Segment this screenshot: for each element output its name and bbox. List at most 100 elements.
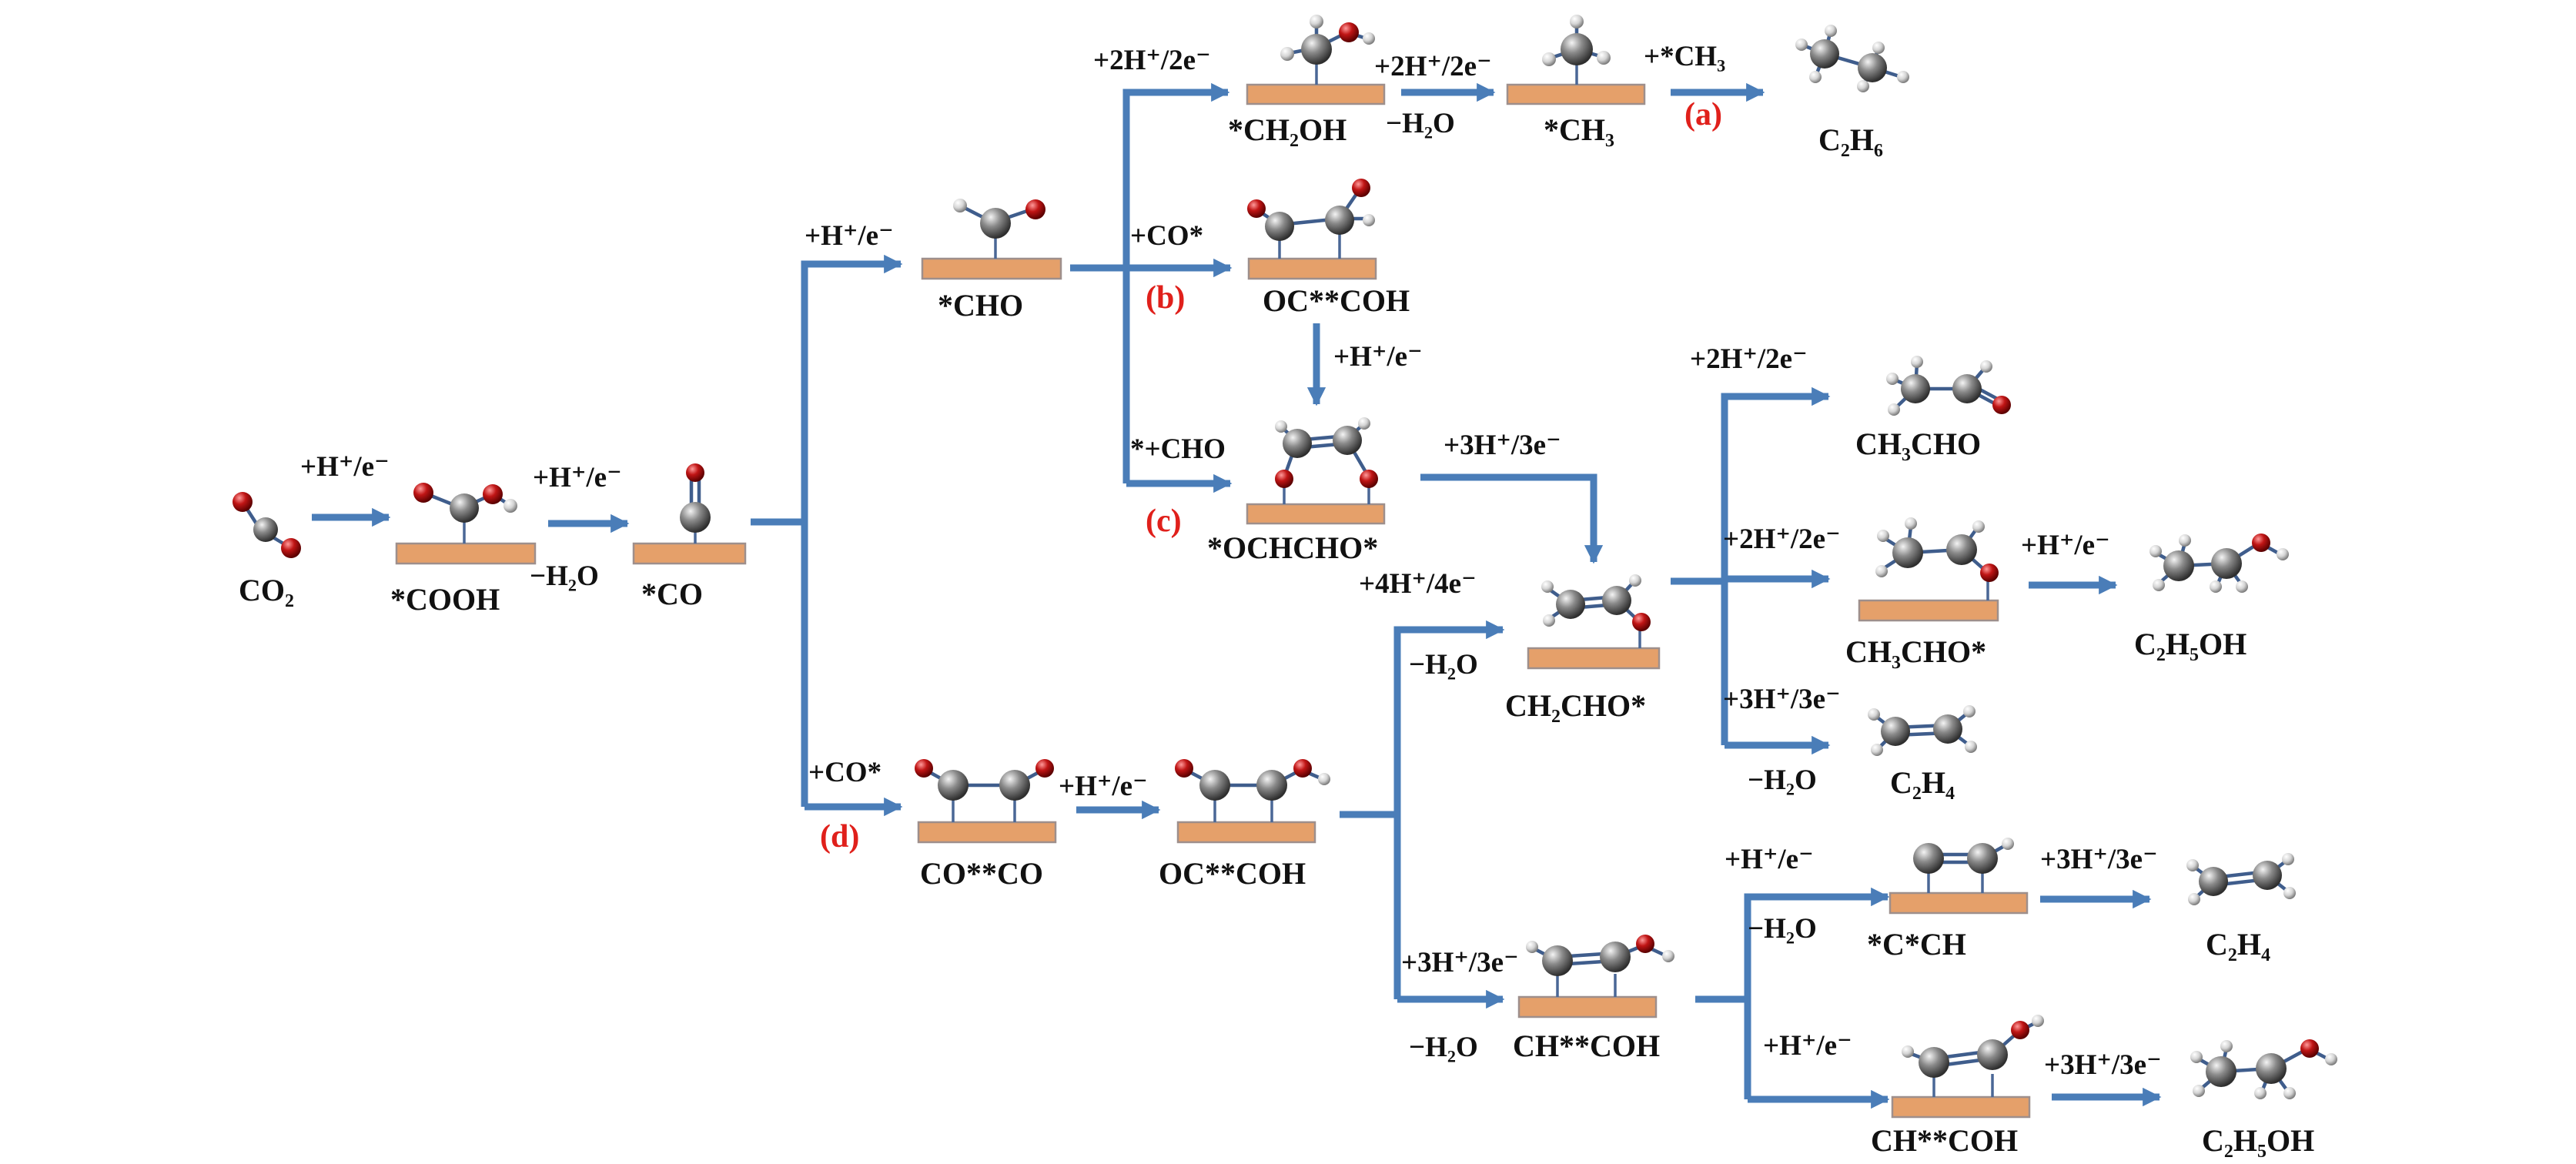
cond-plus-co-b: +CO*	[1130, 220, 1203, 252]
cond-three-h-5: +3H⁺/3e⁻	[2044, 1049, 2162, 1081]
cond-three-h-3: +3H⁺/3e⁻	[2040, 844, 2158, 875]
cond-three-h-4: +3H⁺/3e⁻	[1401, 947, 1519, 978]
label-c2h5oh-1: C₂H₅OH	[2134, 627, 2246, 661]
label-co2: CO₂	[239, 573, 294, 607]
species-labels: CO₂ *COOH *CO *CHO *CH₂OH *CH₃ C₂H₆ OC**…	[239, 112, 2314, 1158]
molecule-cho	[953, 199, 1045, 259]
surface-ochcho	[1246, 503, 1386, 525]
label-cooh: *COOH	[390, 582, 500, 617]
pathway-tag-a: (a)	[1684, 97, 1722, 132]
arrow-to-ch2cho	[1393, 620, 1505, 999]
molecule-c-ch	[1913, 838, 2014, 893]
surface-ch-coh-1	[1517, 995, 1658, 1018]
cond-two-h-1: +2H⁺/2e⁻	[1093, 45, 1211, 76]
cond-h-e-5: +H⁺/e⁻	[2021, 530, 2110, 561]
molecule-ch2cho	[1541, 574, 1651, 648]
molecule-ch-coh-1	[1526, 935, 1674, 997]
surface-cooh	[395, 542, 537, 565]
cond-minus-h2o-4: −H₂O	[1748, 764, 1817, 796]
molecule-oc-coh-d	[1175, 759, 1330, 822]
surface-co	[632, 542, 747, 565]
molecule-cooh	[413, 483, 517, 544]
surface-coco	[917, 821, 1057, 844]
label-ch2cho: CH₂CHO*	[1505, 688, 1646, 723]
molecule-c2h5oh-1	[2149, 534, 2289, 593]
cond-h-e-6: +H⁺/e⁻	[1059, 771, 1148, 802]
molecule-co2	[233, 492, 301, 558]
label-co: *CO	[641, 577, 703, 611]
molecule-ochcho	[1275, 417, 1378, 504]
cond-two-h-3: +2H⁺/2e⁻	[1690, 343, 1808, 375]
cond-minus-h2o-3: −H₂O	[1409, 649, 1478, 681]
surface-oc-coh-d	[1176, 821, 1316, 844]
label-oc-coh-b: OC**COH	[1263, 283, 1410, 318]
condition-labels: +H⁺/e⁻ +H⁺/e⁻ −H₂O +H⁺/e⁻ +2H⁺/2e⁻ +2H⁺/…	[300, 41, 2162, 1081]
arrow-to-cho	[801, 254, 903, 807]
cond-minus-h2o-6: −H₂O	[1409, 1032, 1478, 1063]
cond-plus-ch3: +*CH₃	[1644, 41, 1725, 72]
pathway-tag-c: (c)	[1146, 503, 1182, 539]
surface-ch2oh	[1246, 83, 1386, 105]
molecule-c2h5oh-2	[2190, 1039, 2337, 1099]
reaction-arrows	[312, 82, 2162, 1109]
cond-plus-cho: *+CHO	[1130, 433, 1226, 465]
cond-h-e-8: +H⁺/e⁻	[1763, 1030, 1852, 1062]
molecule-oc-coh-b	[1247, 179, 1375, 259]
molecule-c2h4-2	[2186, 853, 2296, 905]
surface-ch2cho	[1527, 647, 1661, 670]
cond-minus-h2o-2: −H₂O	[1386, 108, 1455, 139]
cond-h-e-2: +H⁺/e⁻	[533, 462, 622, 493]
surface-ch-coh-2	[1891, 1095, 2031, 1119]
catalyst-surfaces	[395, 83, 2031, 1119]
cond-h-e-4: +H⁺/e⁻	[1333, 341, 1423, 373]
label-ch3cho: CH₃CHO	[1855, 426, 1981, 461]
label-ch-coh-2: CH**COH	[1871, 1123, 2018, 1158]
label-c2h4-1: C₂H₄	[1890, 765, 1955, 800]
label-ch3cho-ads: CH₃CHO*	[1845, 634, 1986, 669]
label-ch-coh-1: CH**COH	[1513, 1029, 1660, 1063]
pathway-tag-b: (b)	[1146, 280, 1185, 316]
cond-plus-co-d: +CO*	[808, 757, 882, 788]
surface-c-ch	[1889, 891, 2029, 915]
cond-three-h-1: +3H⁺/3e⁻	[1444, 430, 1561, 461]
arrow-to-c-ch	[1744, 887, 1890, 1099]
cond-two-h-4: +2H⁺/2e⁻	[1723, 523, 1841, 555]
molecule-c2h6	[1795, 25, 1909, 92]
surface-cho	[921, 257, 1062, 280]
pathway-tags: (a) (b) (c) (d)	[820, 97, 1722, 855]
label-c2h5oh-2: C₂H₅OH	[2202, 1123, 2314, 1158]
surface-ch3cho-ads	[1858, 599, 1999, 622]
cond-h-e-7: +H⁺/e⁻	[1725, 844, 1814, 875]
label-ochcho: *OCHCHO*	[1207, 530, 1378, 565]
label-c2h4-2: C₂H₄	[2206, 927, 2270, 962]
molecule-ch3	[1542, 15, 1611, 85]
molecule-ch3cho	[1886, 356, 2011, 416]
label-cho: *CHO	[938, 288, 1023, 323]
molecule-models	[233, 15, 2337, 1099]
cond-four-h: +4H⁺/4e⁻	[1359, 568, 1477, 600]
arrow-to-ch2oh	[1122, 82, 1230, 483]
molecule-co	[680, 463, 711, 544]
pathway-tag-d: (d)	[820, 819, 859, 855]
label-ch2oh: *CH₂OH	[1228, 112, 1347, 147]
arrow-to-ch3cho	[1721, 386, 1831, 745]
molecule-ch2oh	[1280, 15, 1375, 85]
molecule-c2h4-1	[1868, 705, 1977, 756]
arrow-ochcho-to-ch2cho	[1420, 473, 1604, 564]
label-ch3: *CH₃	[1544, 112, 1614, 147]
molecule-ch-coh-2	[1902, 1015, 2044, 1097]
molecule-coco	[915, 759, 1054, 822]
molecule-ch3cho-ads	[1875, 517, 1999, 600]
label-c-ch: *C*CH	[1867, 927, 1966, 962]
cond-h-e-1: +H⁺/e⁻	[300, 451, 390, 483]
cond-minus-h2o-1: −H₂O	[530, 560, 599, 592]
cond-three-h-2: +3H⁺/3e⁻	[1723, 684, 1841, 715]
surface-ch3	[1506, 83, 1646, 105]
label-coco: CO**CO	[920, 856, 1043, 891]
cond-minus-h2o-5: −H₂O	[1748, 913, 1817, 945]
label-oc-coh-d: OC**COH	[1159, 856, 1306, 891]
cond-h-e-3: +H⁺/e⁻	[805, 220, 894, 252]
surface-oc-coh-b	[1247, 257, 1377, 280]
label-c2h6: C₂H₆	[1818, 122, 1883, 157]
cond-two-h-2: +2H⁺/2e⁻	[1374, 51, 1492, 82]
